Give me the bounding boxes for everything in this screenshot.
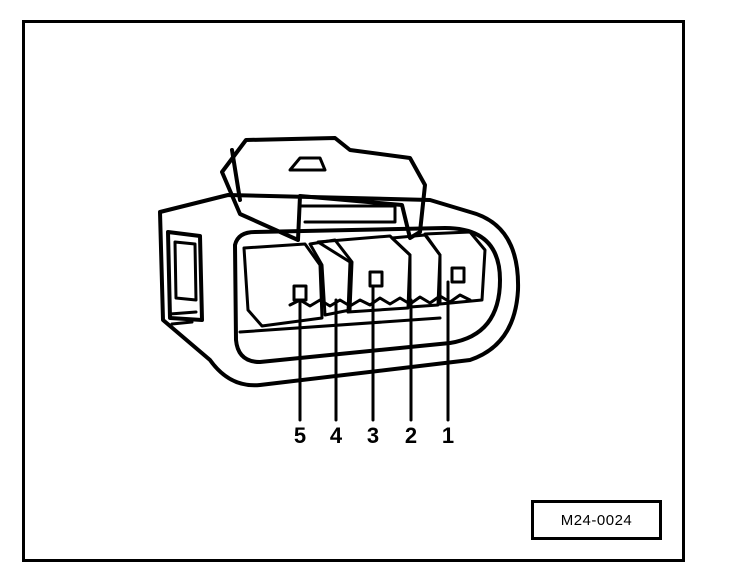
latch-tab [220,136,427,242]
pin-label-1: 1 [441,423,455,448]
front-face [233,226,502,364]
cavity-5 [242,242,324,328]
cavity-3 [316,234,412,314]
pin-label-5: 5 [293,423,307,448]
reference-code: M24-0024 [560,511,633,529]
connector-housing [158,193,521,388]
pin-label-2: 2 [404,423,418,448]
reference-code-box: M24-0024 [531,500,662,540]
cavity-1 [423,230,487,306]
pin-label-4: 4 [329,423,343,448]
side-latch [166,230,204,322]
pin-label-3: 3 [366,423,380,448]
figure-frame [22,20,685,562]
